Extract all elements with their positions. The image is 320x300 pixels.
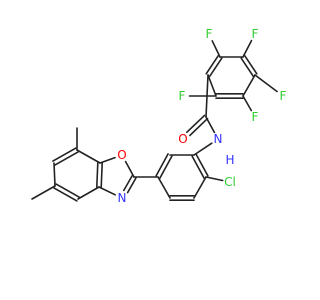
bond-N_oxazole-B2 [98,186,116,196]
bond-Cc-O_carbonyl [186,114,206,133]
atom-cl: Cl [224,175,236,189]
atom-o-carbonyl: O [178,132,187,146]
bond-N_amide-A1 [193,142,213,156]
atom-label-f1: F [179,89,186,103]
bond-A5-A6 [159,155,173,179]
bond-B3-B4 [55,183,80,198]
atom-label-f4: F [280,89,287,103]
atom-label-o-carbonyl: O [178,132,187,146]
bond-Cc-N_amide [205,116,216,134]
bond-B4-B5 [53,162,56,187]
bond-A2-A3 [193,176,207,199]
atom-n-oxazole: N [118,191,127,205]
bond-O_oxazole-B1 [99,156,116,164]
bond-A5-A6 [155,153,169,177]
bond-C4-C5 [244,54,258,75]
bond-A1-A2 [191,155,205,179]
atom-f4: F [280,89,287,103]
bond-Cc-O_carbonyl [189,117,209,137]
bond-B1-B2 [100,162,103,188]
atom-label-f5: F [252,110,259,124]
atom-label-n-oxazole: N [118,191,127,205]
bond-Cox-N_oxazole [126,177,137,194]
atom-label-o-oxazole: O [117,148,126,162]
atom-n-amide: N [214,132,223,146]
bond-A4-A5 [157,176,171,199]
bond-C3-F2 [211,39,221,58]
bond-Cox-O_oxazole [124,160,135,178]
bond-C4-F3 [242,39,253,58]
atom-o-oxazole: O [117,148,126,162]
atom-label-f2: F [206,27,213,41]
atom-f2: F [206,27,213,41]
bond-C1-C2 [207,74,217,97]
bond-C5-C6 [242,74,256,97]
bond-A1-A2 [195,153,209,177]
atom-f5: F [252,110,259,124]
bond-B3-B4 [53,187,78,202]
atom-label-cl: Cl [224,175,236,189]
bond-C2-C3 [205,54,219,75]
atom-label-n-amide: N [214,132,223,146]
bond-C5-F4 [254,74,278,93]
bond-C2-Cc [205,74,209,118]
atom-f1: F [179,89,186,103]
atom-f3: F [252,27,259,41]
bond-layer [31,39,278,202]
atom-h-amide: H [225,153,234,167]
bond-B6-B1 [76,149,101,164]
bond-B2-B3 [77,186,100,200]
bond-B4-Me2 [31,185,56,200]
bond-B5-B6 [52,147,77,162]
atom-label-h-amide: H [225,153,234,167]
bond-C2-C3 [209,57,223,77]
atom-label-f3: F [252,27,259,41]
bond-A2-Cl [205,176,224,182]
bond-C4-C5 [240,57,254,77]
bond-C6-F5 [242,95,253,112]
bond-Cox-N_oxazole [123,175,133,192]
bond-B5-B6 [54,151,79,166]
bond-B1-B2 [96,162,99,188]
